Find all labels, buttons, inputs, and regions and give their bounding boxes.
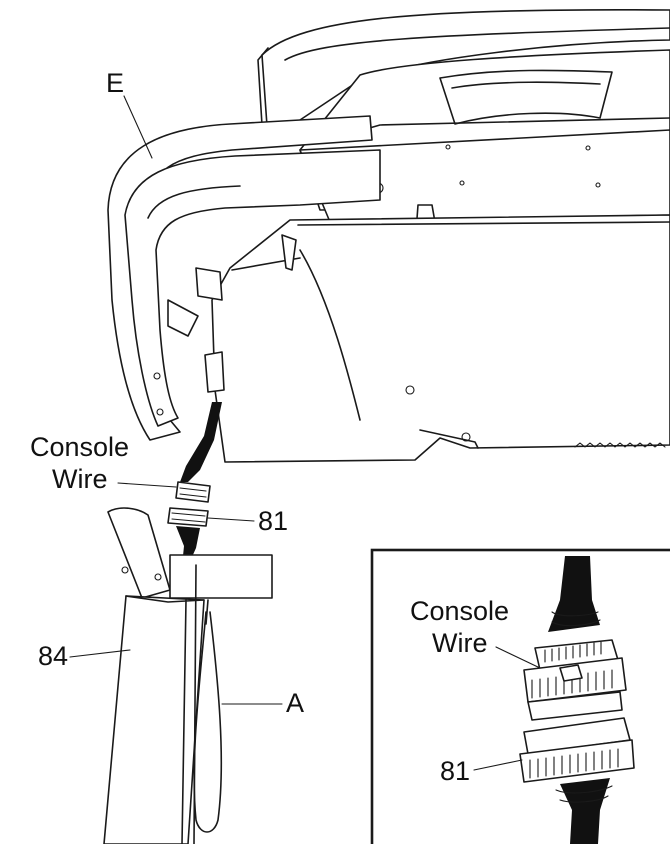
inset-part-81-leader xyxy=(473,759,523,771)
console-wire-label-line1: Console xyxy=(30,432,129,462)
console-wire xyxy=(175,402,222,503)
part-84-label: 84 xyxy=(38,641,68,671)
inset-part-81-label: 81 xyxy=(440,756,470,786)
connector-81 xyxy=(167,507,209,566)
upright-84 xyxy=(103,507,273,844)
part-84-leader xyxy=(69,649,131,658)
part-81-label: 81 xyxy=(258,506,288,536)
upright-bracket-panel xyxy=(195,214,670,463)
part-e-label: E xyxy=(106,68,124,98)
part-e-leader xyxy=(123,95,153,159)
console-housing xyxy=(257,8,670,263)
console-wire-leader xyxy=(117,482,177,488)
console-wire-label-line2: Wire xyxy=(52,464,108,494)
inset-detail xyxy=(370,548,670,844)
inset-console-wire-label-line1: Console xyxy=(410,596,509,626)
part-81-leader xyxy=(207,517,255,522)
inset-console-wire-leader xyxy=(495,646,541,669)
inset-console-wire-label-line2: Wire xyxy=(432,628,488,658)
tie-strap-a xyxy=(193,599,223,833)
handlebar-e xyxy=(107,115,381,441)
part-a-label: A xyxy=(286,688,304,718)
